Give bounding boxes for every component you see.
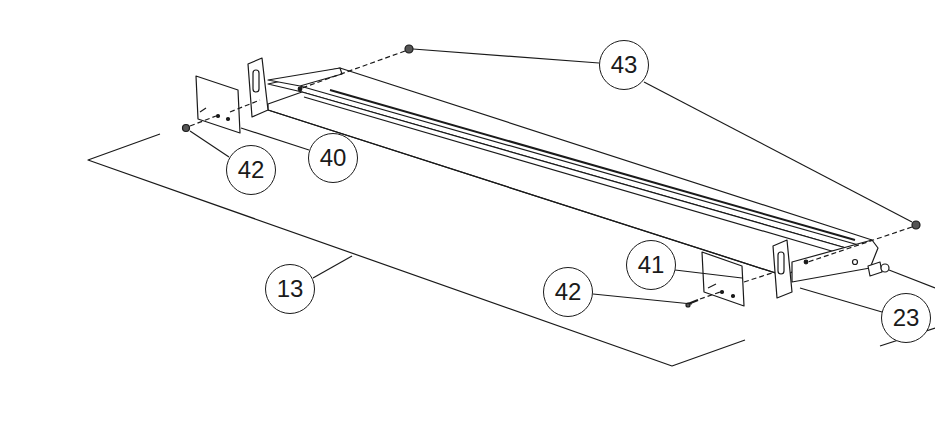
callout-circle: 13 [265,264,315,314]
screw [183,125,699,308]
callout-circle: 41 [626,240,676,290]
end-plate [196,76,240,133]
callout-circle: 42 [226,145,276,195]
callout-circle: 43 [599,40,649,90]
callout-circle: 23 [881,293,931,343]
callout-number: 42 [555,280,582,304]
callout-circle: 40 [308,133,358,183]
end-plate [702,252,744,306]
callout-number: 13 [277,277,304,301]
callout-number: 23 [893,306,920,330]
callout-number: 42 [238,158,265,182]
assembly-line [190,51,912,299]
screw [868,262,935,288]
callout-number: 41 [638,253,665,277]
nut [405,45,413,53]
callout-number: 43 [611,53,638,77]
callout-number: 40 [320,146,347,170]
nut [912,221,920,229]
rail [248,58,878,298]
callout-circle: 42 [543,267,593,317]
